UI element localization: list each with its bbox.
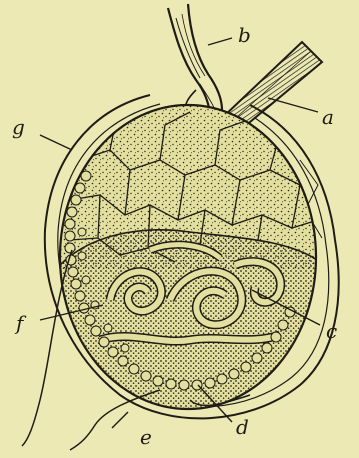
label-d: d [236, 415, 249, 439]
gland-body [60, 100, 320, 420]
label-c: c [326, 319, 337, 343]
label-b: b [238, 23, 251, 47]
label-f: f [14, 311, 27, 335]
label-a: a [322, 105, 334, 129]
label-g: g [12, 115, 25, 139]
duct-b [168, 4, 222, 112]
label-e: e [140, 425, 152, 449]
